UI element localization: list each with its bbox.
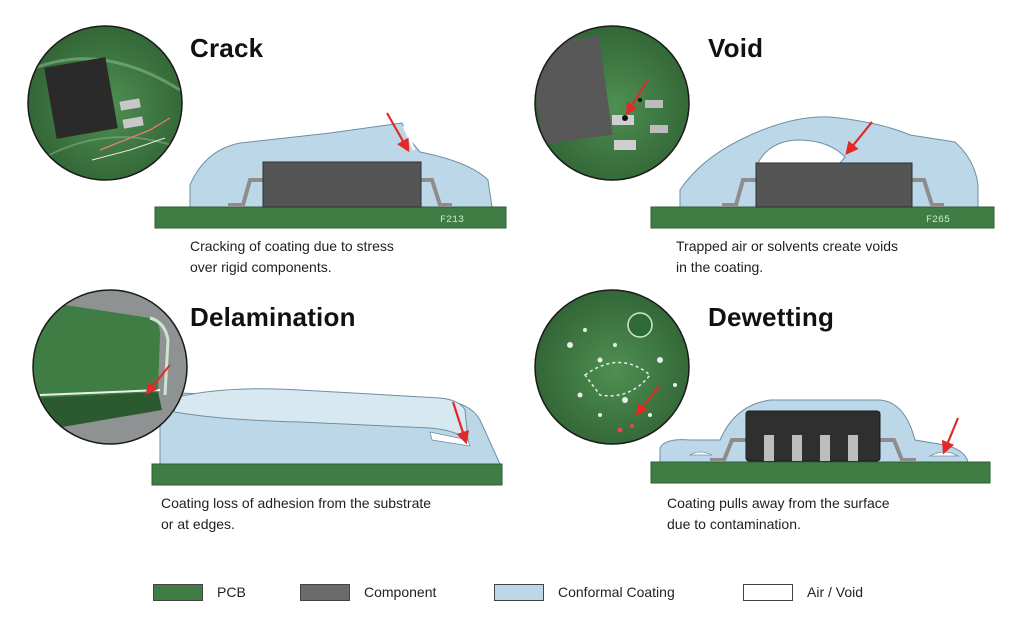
legend-label-air-void: Air / Void [807,584,864,600]
crack-pcb-marking: F213 [440,215,464,226]
legend-swatch-component [300,583,350,601]
dewetting-pin-3 [820,435,830,461]
void-caption-line-2: in the coating. [676,259,764,275]
void-air-bubble [757,139,846,164]
crack-fissure [402,125,416,151]
delamination-caption: Coating loss of adhesion from the substr… [161,493,491,535]
delamination-photo [32,289,188,445]
void-lead-right [912,178,944,207]
legend-swatch-air-void [743,583,793,601]
legend-label-component: Component [364,584,437,600]
legend-item-coating: Conformal Coating [494,582,675,602]
void-cross-section: F265 [650,116,995,229]
crack-cross-section: F213 [154,112,507,229]
delamination-arrow [451,401,470,445]
crack-photo [27,25,183,181]
dewetting-pin-1 [764,435,774,461]
dewetting-lead-right [880,438,916,462]
crack-lead-left [228,178,264,207]
void-caption-line-1: Trapped air or solvents create voids [676,238,899,254]
dewetting-caption: Coating pulls away from the surface due … [667,493,997,535]
crack-caption-line-1: Cracking of coating due to stress [190,238,394,254]
dewetting-pcb [650,461,991,484]
dewetting-pin-2 [792,435,802,461]
dewetting-lead-left [710,438,746,462]
void-photo [534,25,690,181]
dewetting-caption-line-2: due to contamination. [667,516,801,532]
crack-arrow [386,112,410,153]
void-caption: Trapped air or solvents create voids in … [676,236,1006,278]
legend-swatch-pcb [153,583,203,601]
void-arrow [845,121,873,156]
delamination-caption-line-2: or at edges. [161,516,235,532]
dewetting-title: Dewetting [708,302,835,332]
dewetting-caption-line-1: Coating pulls away from the surface [667,495,890,511]
dewetting-cross-section [650,399,991,484]
legend-item-pcb: PCB [153,582,246,602]
dewetting-arrow [941,417,960,455]
void-component [755,162,913,208]
delamination-title: Delamination [190,302,356,332]
crack-lead-right [420,178,452,207]
legend-label-coating: Conformal Coating [558,584,675,600]
delamination-pcb [151,463,503,486]
void-lead-left [722,178,756,207]
delamination-caption-line-1: Coating loss of adhesion from the substr… [161,495,432,511]
crack-caption-line-2: over rigid components. [190,259,332,275]
dewetting-bare-spot-1 [688,451,713,456]
void-pcb-marking: F265 [926,215,950,226]
legend-swatch-coating [494,583,544,601]
dewetting-photo [534,289,690,445]
void-title: Void [708,33,764,63]
dewetting-pin-4 [848,435,858,461]
legend-item-component: Component [300,582,436,602]
delamination-cross-section [151,388,503,486]
crack-component [262,161,422,208]
legend-label-pcb: PCB [217,584,246,600]
legend-item-air-void: Air / Void [743,582,863,602]
crack-title: Crack [190,33,264,63]
dewetting-component [745,410,881,462]
crack-caption: Cracking of coating due to stress over r… [190,236,520,278]
